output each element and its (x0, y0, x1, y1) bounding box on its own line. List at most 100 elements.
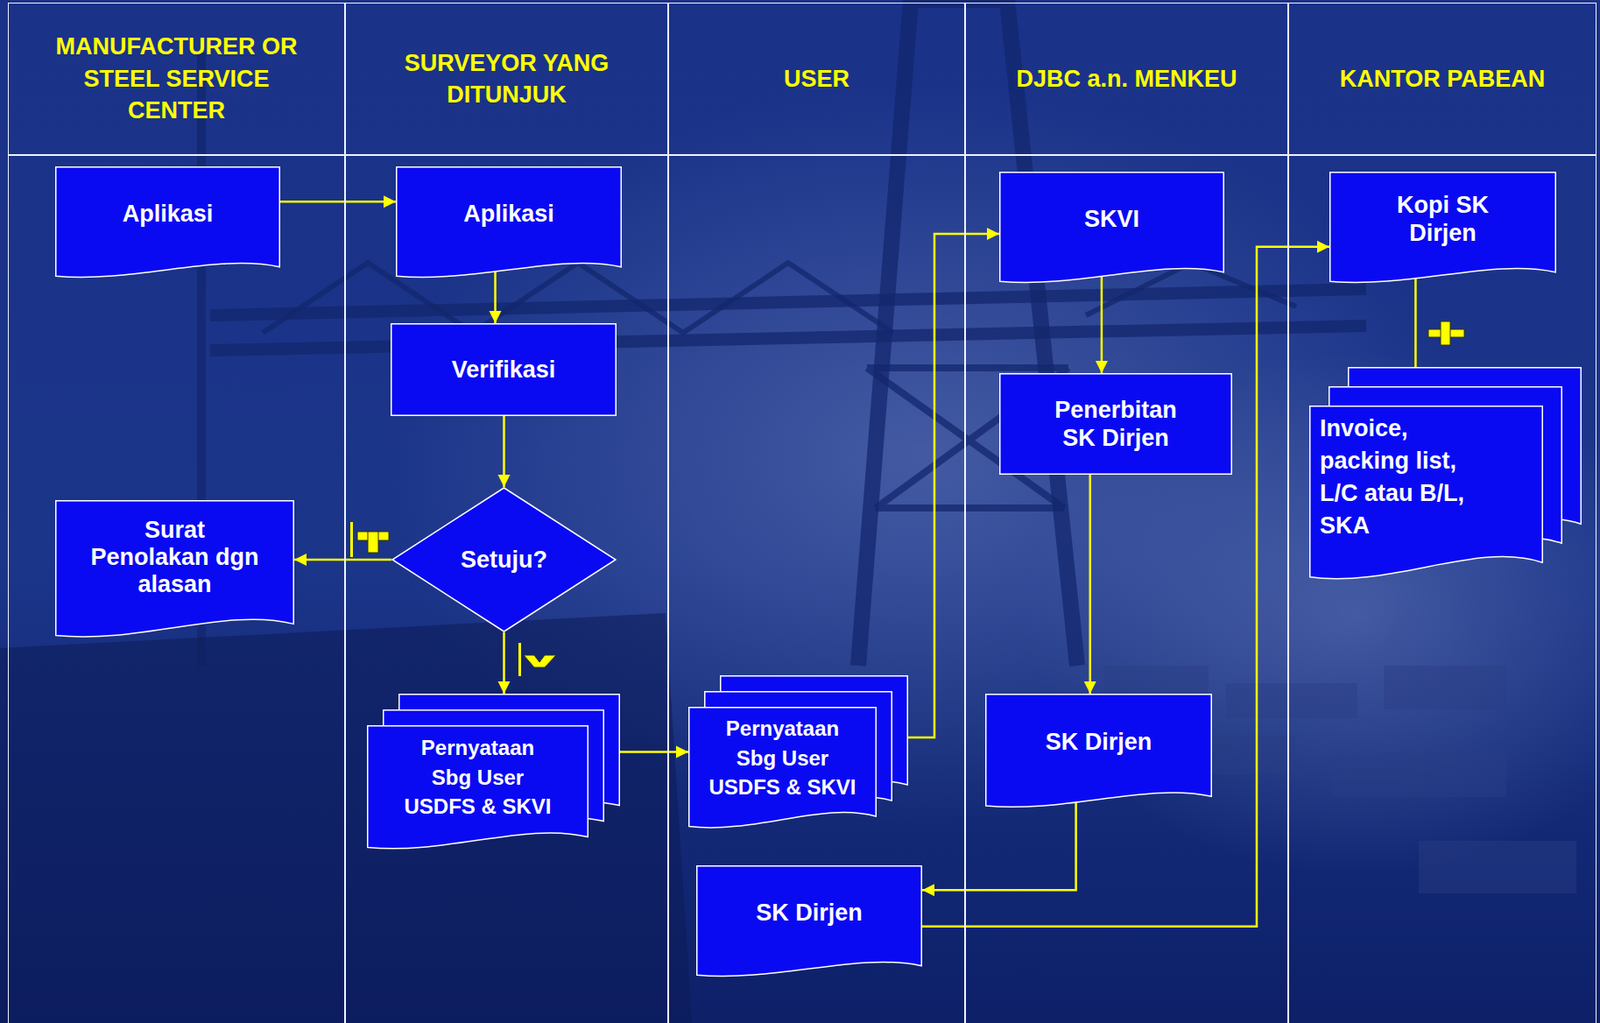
node-label: SK Dirjen (1045, 727, 1153, 756)
node-label: Pernyataan Sbg User USDFS & SKVI (401, 733, 555, 822)
lane-title: KANTOR PABEAN (1339, 63, 1546, 95)
text-area: Pernyataan Sbg User USDFS & SKVI (377, 730, 578, 825)
text-area: SK Dirjen (704, 870, 914, 955)
swimlane: DJBC a.n. MENKEU SKVI Penerbitan SK Dirjen… (965, 2, 1289, 1023)
container (1331, 753, 1507, 797)
crane-silhouette (157, 0, 1367, 666)
lane-title: MANUFACTURER OR STEEL SERVICE CENTER (45, 30, 309, 127)
document-outline (1330, 172, 1557, 283)
text-area: Invoice, packing list, L/C atau B/L, SKA (1319, 410, 1533, 545)
flow-connector (922, 240, 1330, 927)
text-area: Aplikasi (404, 171, 614, 256)
document-shape: Aplikasi (55, 166, 281, 284)
text-area: Penerbitan SK Dirjen (1006, 378, 1226, 470)
flow-connector (489, 267, 502, 324)
connector-line (908, 233, 1000, 738)
node-label: Penerbitan SK Dirjen (1036, 395, 1195, 453)
arrow-head (922, 883, 935, 896)
document-outline (367, 725, 589, 849)
text-area: Pernyataan Sbg User USDFS & SKVI (698, 711, 867, 804)
symbol-plus-v (1440, 321, 1451, 346)
symbol-bar (518, 642, 522, 677)
swimlane: KANTOR PABEAN Kopi SK DirjenInvoice, pack… (1288, 2, 1597, 1023)
swimlane: USER Pernyataan Sbg User USDFS & SKVI SK D… (668, 2, 966, 1023)
text-area: Aplikasi (63, 171, 272, 256)
document-shape: Aplikasi (395, 166, 622, 284)
lane-header: MANUFACTURER OR STEEL SERVICE CENTER (8, 3, 345, 156)
container (1383, 665, 1507, 710)
flow-connector (498, 415, 511, 487)
arrow-head (383, 195, 396, 208)
plus-symbol (1428, 321, 1465, 346)
node-label: SKVI (1084, 204, 1140, 233)
lane-header: USER (669, 3, 965, 156)
symbol-t-stem (367, 531, 379, 553)
process-box: Verifikasi (390, 323, 617, 416)
arrow-head (986, 227, 1000, 240)
lane-header: SURVEYOR YANG DITUNJUK (345, 3, 668, 156)
flow-connector (498, 632, 511, 694)
box-outline (391, 324, 617, 416)
lane-title: DJBC a.n. MENKEU (1015, 63, 1237, 95)
arrow-head (1317, 240, 1330, 254)
container (1226, 683, 1358, 719)
crane-boom (210, 288, 1367, 351)
flow-connector (294, 553, 392, 566)
flow-connector (1095, 272, 1108, 374)
multi-document: Invoice, packing list, L/C atau B/L, SKA (1309, 366, 1582, 589)
arrow-head (676, 746, 689, 759)
lane-header: DJBC a.n. MENKEU (965, 3, 1288, 156)
symbol-bar (350, 521, 353, 557)
connector-line (1414, 277, 1417, 367)
node-label: Aplikasi (463, 199, 555, 228)
document-outline (396, 167, 622, 278)
shape-outline (999, 373, 1233, 475)
diamond-outline (392, 487, 616, 632)
swimlane: SURVEYOR YANG DITUNJUK AplikasiVerifikasi… (345, 2, 669, 1023)
connector-line (922, 246, 1330, 927)
flow-connector (280, 195, 396, 208)
arrow-head (1095, 360, 1108, 374)
arrow-head (498, 474, 511, 487)
lane-header: KANTOR PABEAN (1289, 3, 1596, 156)
document-outline (1000, 172, 1225, 283)
connector-line (922, 796, 1077, 890)
text-area: Setuju? (436, 519, 571, 601)
arrow-head (294, 553, 307, 566)
node-label: Aplikasi (122, 199, 214, 228)
node-label: Pernyataan Sbg User USDFS & SKVI (705, 713, 860, 803)
flow-connector (908, 227, 1000, 738)
document-shape: Kopi SK Dirjen (1329, 171, 1557, 289)
multi-document: Pernyataan Sbg User USDFS & SKVI (366, 693, 621, 856)
flow-connector (922, 796, 1077, 896)
flow-connector (1415, 277, 1417, 367)
swimlane: MANUFACTURER OR STEEL SERVICE CENTER Apli… (7, 2, 346, 1023)
lane-title: USER (783, 63, 850, 95)
connector-line (1088, 474, 1092, 694)
flow-connector (620, 746, 689, 759)
document-outline (697, 866, 923, 977)
arrow-head (489, 310, 502, 324)
node-label: Kopi SK Dirjen (1364, 190, 1523, 248)
node-label: SK Dirjen (755, 898, 863, 927)
document-shape: SK Dirjen (696, 865, 923, 983)
box-outline (1000, 373, 1233, 475)
document-outline (56, 167, 281, 278)
node-label: Setuju? (460, 545, 548, 574)
text-area: Verifikasi (397, 328, 610, 411)
yes-symbol (518, 642, 557, 677)
text-area: SK Dirjen (993, 698, 1204, 785)
node-label: Invoice, packing list, L/C atau B/L, SKA (1319, 412, 1478, 543)
text-area: Surat Penolakan dgn alasan (63, 505, 286, 610)
connector-line (294, 558, 392, 562)
container (1418, 840, 1577, 894)
connector-line (280, 200, 396, 204)
connector-line (1100, 272, 1104, 374)
ship-hull (0, 613, 692, 1023)
document-outline (986, 694, 1213, 808)
node-label: Surat Penolakan dgn alasan (87, 516, 263, 599)
text-area: SKVI (1007, 176, 1216, 261)
multi-document: Pernyataan Sbg User USDFS & SKVI (688, 675, 909, 835)
arrow-head (1084, 681, 1097, 694)
